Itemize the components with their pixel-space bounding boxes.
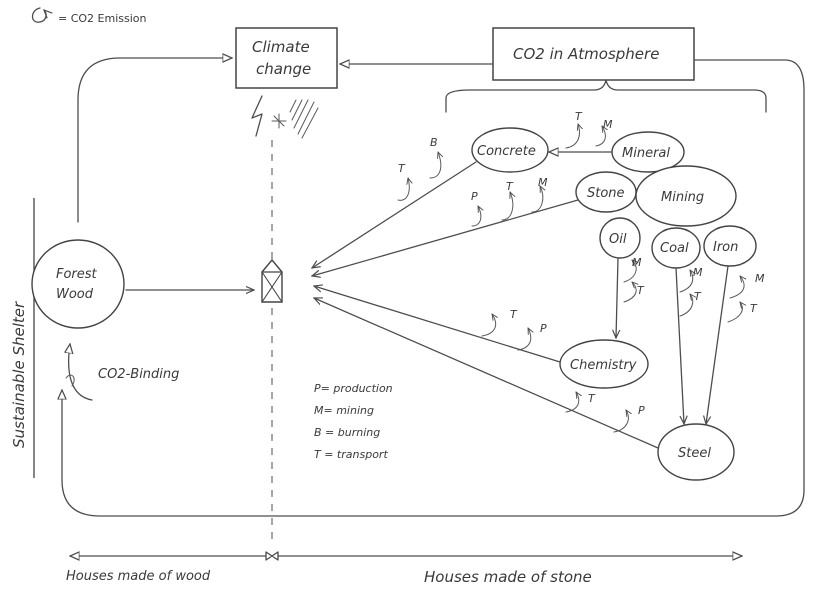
arrow-coal-to-steel: [675, 267, 684, 424]
houses-wood-label: Houses made of wood: [66, 569, 211, 584]
svg-text:M: M: [632, 256, 642, 269]
svg-text:Mineral: Mineral: [622, 146, 670, 161]
svg-text:B: B: [430, 136, 438, 149]
svg-text:P: P: [471, 190, 478, 203]
svg-text:Stone: Stone: [587, 186, 625, 201]
svg-text:T: T: [750, 302, 758, 315]
coal-node: Coal: [651, 227, 701, 269]
steel-node: Steel: [657, 423, 735, 481]
svg-text:T: T: [575, 110, 583, 123]
svg-text:T = transport: T = transport: [314, 448, 388, 461]
arrow-stone-to-house: [312, 199, 579, 276]
co2-binding-label: CO2-Binding: [98, 367, 179, 382]
arrow-co2-binding: [69, 344, 93, 401]
svg-text:Steel: Steel: [678, 446, 711, 461]
svg-text:M= mining: M= mining: [314, 404, 374, 417]
svg-text:CO2 in Atmosphere: CO2 in Atmosphere: [513, 45, 659, 63]
svg-text:B = burning: B = burning: [314, 426, 380, 439]
svg-text:T: T: [398, 162, 406, 175]
svg-text:P= production: P= production: [314, 382, 393, 395]
emission-brace: [445, 79, 767, 113]
chemistry-node: Chemistry: [559, 339, 649, 389]
weather-icon: [251, 95, 319, 139]
svg-text:= CO2 Emission: = CO2 Emission: [58, 12, 147, 25]
arrow-iron-to-steel: [706, 265, 729, 424]
iron-node: Iron: [703, 225, 757, 267]
svg-text:T: T: [588, 392, 596, 405]
svg-text:M: M: [755, 272, 765, 285]
arrow-chemistry-to-house: [314, 286, 561, 363]
svg-text:Coal: Coal: [660, 241, 689, 256]
legend-emission: = CO2 Emission: [31, 7, 147, 25]
climate-change-node: Climate change: [235, 27, 338, 89]
mineral-node: Mineral: [611, 131, 685, 173]
svg-text:Mining: Mining: [661, 190, 704, 205]
emission-curl-icon: [31, 7, 47, 23]
svg-text:T: T: [694, 290, 702, 303]
svg-text:T: T: [506, 180, 514, 193]
forest-wood-node: Forest Wood: [31, 239, 125, 329]
svg-text:Wood: Wood: [56, 287, 94, 302]
svg-text:Oil: Oil: [609, 232, 627, 247]
svg-text:change: change: [256, 60, 311, 78]
svg-text:T: T: [637, 284, 645, 297]
svg-text:Iron: Iron: [713, 240, 738, 255]
emission-markers: T B T M P T M M T M T M T T P T P: [397, 110, 765, 433]
outer-loop: [62, 59, 805, 517]
svg-text:P: P: [638, 404, 645, 417]
svg-text:M: M: [603, 118, 613, 131]
co2-atmosphere-node: CO2 in Atmosphere: [492, 27, 695, 81]
svg-text:M: M: [538, 176, 548, 189]
oil-node: Oil: [599, 217, 641, 259]
concrete-node: Concrete: [471, 127, 549, 173]
svg-text:T: T: [510, 308, 518, 321]
svg-text:M: M: [693, 266, 703, 279]
house-icon: [261, 258, 283, 303]
stone-node: Stone: [575, 171, 637, 213]
sustainable-shelter-label: Sustainable Shelter: [10, 301, 28, 448]
mining-node: Mining: [635, 165, 737, 227]
arrow-concrete-to-house: [312, 161, 477, 268]
houses-stone-label: Houses made of stone: [424, 568, 592, 586]
svg-text:Forest: Forest: [56, 267, 98, 282]
arrow-forest-to-climate: [77, 58, 232, 223]
arrow-steel-to-house: [314, 298, 659, 449]
svg-text:P: P: [540, 322, 547, 335]
svg-text:Climate: Climate: [252, 38, 310, 56]
svg-text:Concrete: Concrete: [477, 144, 536, 159]
abbreviation-key: P= production M= mining B = burning T = …: [314, 382, 393, 461]
svg-text:Chemistry: Chemistry: [570, 358, 637, 373]
arrow-oil-to-chemistry: [616, 257, 618, 338]
